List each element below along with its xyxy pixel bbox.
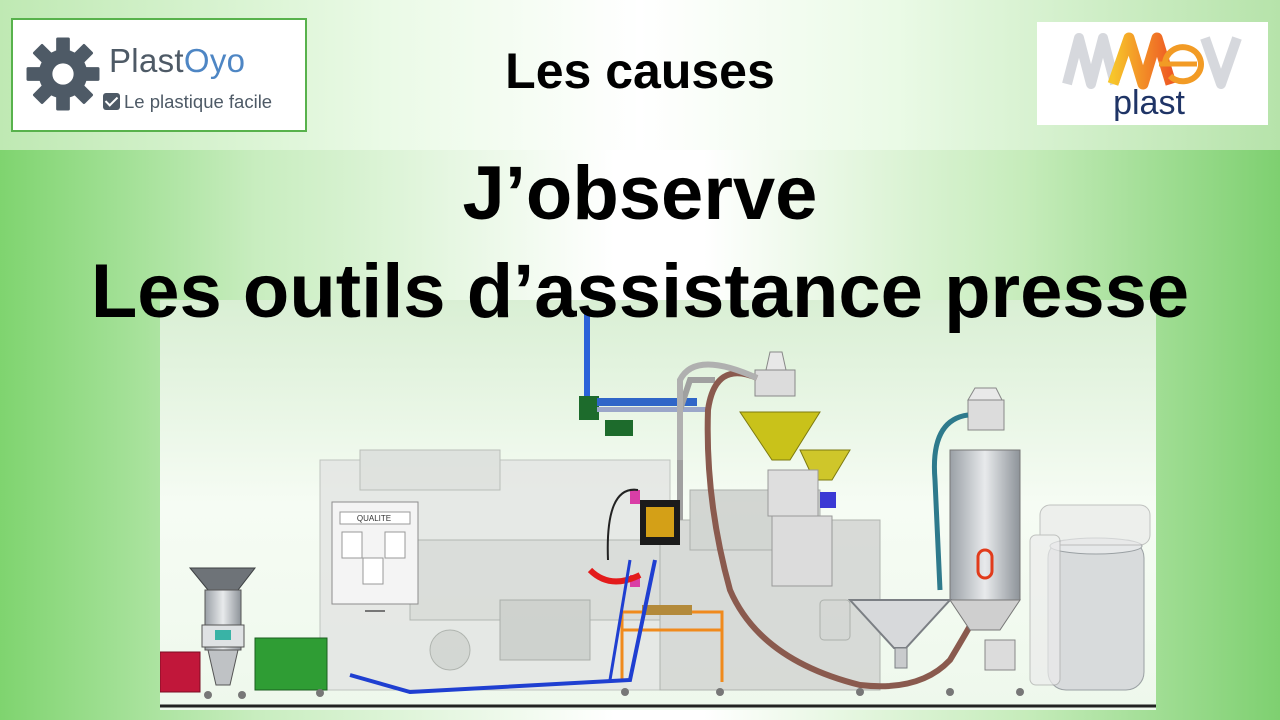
title-line-1: J’observe <box>462 151 818 236</box>
plastoyo-logo: PlastOyo Le plastique facile <box>11 18 307 132</box>
injection-line-illustration: QUALITE <box>160 300 1156 710</box>
awe-logo-icon: plast <box>1062 32 1242 122</box>
gear-icon <box>26 37 100 111</box>
barrel <box>1047 537 1145 691</box>
qualite-label: QUALITE <box>357 514 391 523</box>
quality-panel: QUALITE <box>331 501 419 612</box>
brand-name: PlastOyo <box>109 42 246 79</box>
sacks <box>1029 504 1151 686</box>
awe-plast-logo: plast <box>1037 22 1268 125</box>
brand-tagline: Le plastique facile <box>103 91 272 113</box>
awe-plast-text: plast <box>1113 84 1185 122</box>
material-hopper <box>739 351 851 587</box>
grinder <box>160 567 328 693</box>
robot-controller <box>587 488 680 587</box>
checkbox-icon <box>103 93 120 110</box>
orange-stand <box>620 605 724 682</box>
title-line-2: Les outils d’assistance presse <box>90 249 1190 334</box>
dryer <box>931 387 1021 671</box>
subtitle: Les causes <box>505 43 775 99</box>
wheels <box>204 688 1024 699</box>
